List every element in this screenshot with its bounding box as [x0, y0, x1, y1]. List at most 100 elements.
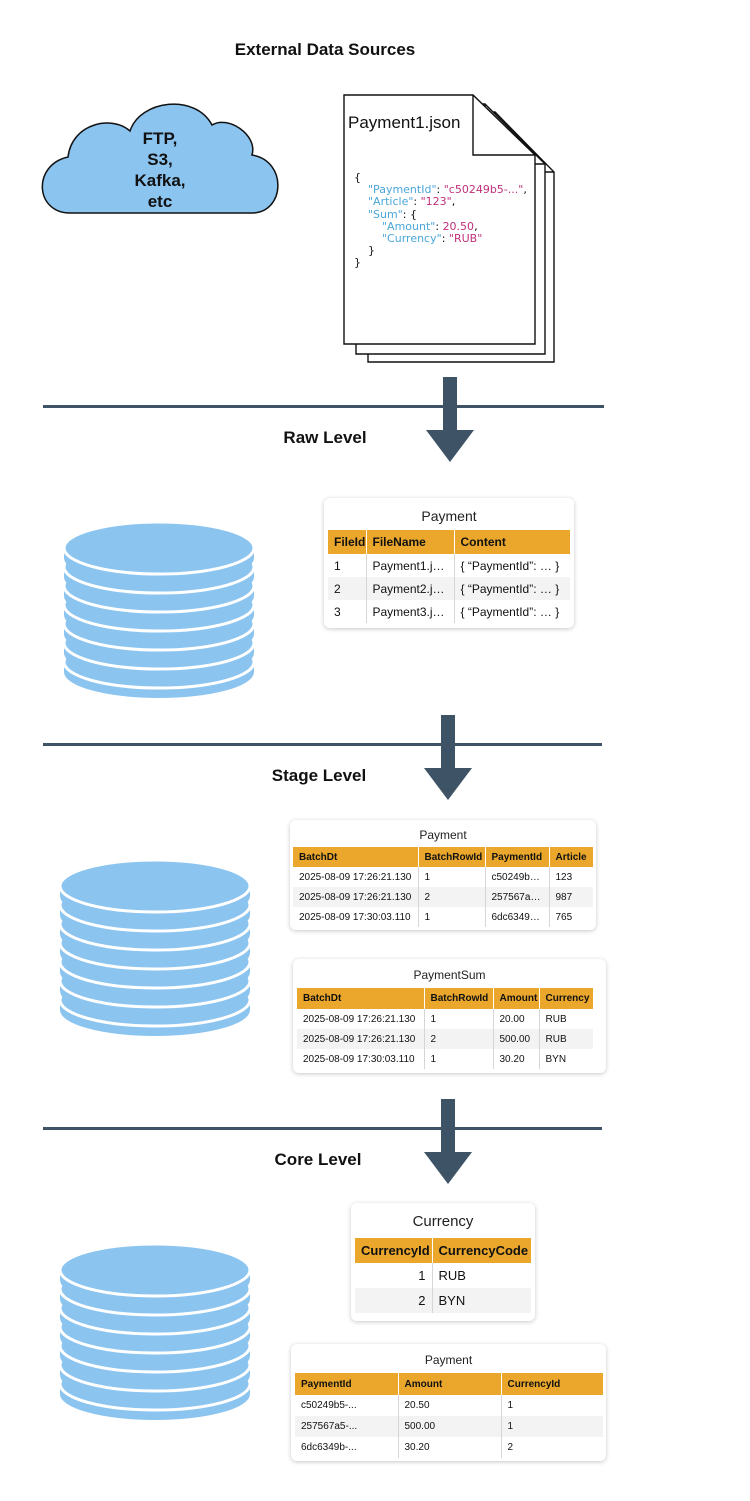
table-cell: 1 — [328, 554, 367, 577]
table-cell: 30.20 — [493, 1049, 540, 1069]
json-line: "Article": "123", — [368, 195, 456, 209]
table: FileId FileName Content 1 Payment1.json … — [328, 530, 570, 623]
table-cell: 1 — [507, 1400, 514, 1411]
table-cell: 2025-08-09 17:26:21.130 — [293, 867, 419, 887]
table-cell: 2 — [355, 1288, 433, 1313]
stage-paymentsum-table: PaymentSum BatchDt BatchRowId Amount Cur… — [293, 959, 606, 1073]
page-title: External Data Sources — [234, 40, 416, 59]
table-row: 257567a5-... 500.00 1 — [295, 1416, 603, 1437]
arrow-head-icon — [426, 430, 474, 462]
arrow-down-icon — [441, 1099, 455, 1154]
json-line: "PaymentId": "c50249b5-...", — [368, 183, 527, 197]
database-disk — [58, 858, 252, 914]
table-cell: 257567a5-... — [295, 1416, 399, 1437]
table: BatchDt BatchRowId Amount Currency 2025-… — [297, 988, 593, 1069]
divider-stage — [43, 743, 602, 746]
json-key: "Sum" — [368, 207, 403, 221]
arrow-down-icon — [443, 377, 457, 432]
table-cell: c50249b5-... — [485, 867, 550, 887]
cloud-icon — [41, 103, 279, 214]
table-row: 2 Payment2.json { “PaymentId”: … } — [328, 577, 570, 600]
table-cell: { “PaymentId”: … } — [460, 558, 560, 573]
column-header: FileName — [366, 530, 455, 554]
json-file-name: Payment1.json — [348, 113, 461, 132]
table-row: 2025-08-09 17:26:21.130 2 500.00 RUB — [297, 1029, 593, 1049]
table-row: 2 BYN — [355, 1288, 531, 1313]
table-cell: 1 — [355, 1263, 433, 1288]
column-header: Content — [454, 530, 570, 554]
table-title: PaymentSum — [413, 968, 486, 982]
table-cell: Payment1.json — [366, 554, 455, 577]
column-header: Amount — [398, 1373, 502, 1395]
column-header: PaymentId — [295, 1373, 399, 1395]
cloud-line: etc — [147, 192, 173, 211]
table-cell: Payment2.json — [366, 577, 455, 600]
table-row: 1 RUB — [355, 1263, 531, 1288]
arrow-head-icon — [424, 768, 472, 800]
json-punct: , — [523, 183, 527, 197]
database-disk — [58, 1242, 252, 1298]
column-header: BatchRowId — [418, 847, 486, 867]
table-cell: Payment3.json — [366, 600, 455, 623]
divider-raw — [43, 405, 604, 408]
column-header: BatchRowId — [424, 988, 494, 1009]
json-key: "PaymentId" — [368, 183, 437, 197]
database-cylinder-stack — [58, 1242, 252, 1420]
json-key: "Article" — [368, 195, 414, 209]
table-row: 2025-08-09 17:26:21.130 1 c50249b5-... 1… — [293, 867, 593, 887]
table-cell: 20.00 — [493, 1009, 540, 1029]
table-cell: 257567a5-... — [485, 887, 550, 907]
json-line: "Amount": 20.50, — [382, 219, 478, 233]
column-header: CurrencyCode — [432, 1238, 531, 1263]
divider-core — [43, 1127, 602, 1130]
cloud-line: FTP, — [142, 129, 178, 148]
table-title: Payment — [421, 508, 477, 524]
table-cell: 2025-08-09 17:30:03.110 — [293, 907, 419, 927]
json-line: { — [354, 171, 361, 184]
table-row: 6dc6349b-... 30.20 2 — [295, 1437, 603, 1458]
table-cell: 2025-08-09 17:26:21.130 — [297, 1029, 425, 1049]
table-row: 2025-08-09 17:30:03.110 1 6dc6349b-... 7… — [293, 907, 593, 927]
raw-payment-table: Payment FileId FileName Content 1 Paymen… — [324, 498, 574, 628]
json-key: "Currency" — [382, 232, 442, 246]
table-row: 2025-08-09 17:26:21.130 1 20.00 RUB — [297, 1009, 593, 1029]
table-cell: 2025-08-09 17:26:21.130 — [293, 887, 419, 907]
table-row: c50249b5-... 20.50 1 — [295, 1395, 603, 1416]
core-payment-table: Payment PaymentId Amount CurrencyId c502… — [291, 1344, 606, 1461]
json-value: "123" — [420, 195, 452, 209]
column-header: Article — [549, 847, 593, 867]
column-header: PaymentId — [485, 847, 550, 867]
table-cell: BYN — [545, 1053, 567, 1065]
core-currency-table: Currency CurrencyId CurrencyCode 1 RUB 2… — [351, 1203, 535, 1321]
database-cylinder-stack — [58, 858, 252, 1036]
table-cell: 6dc6349b-... — [295, 1437, 399, 1458]
json-line: "Sum": { — [354, 207, 534, 221]
json-value: "RUB" — [448, 232, 483, 246]
table-title: Payment — [424, 1353, 473, 1367]
table-cell: 500.00 — [398, 1416, 502, 1437]
table-cell: 1 — [418, 907, 486, 927]
table-cell: 987 — [549, 887, 593, 907]
column-header: Amount — [493, 988, 540, 1009]
level-title-core: Core Level — [274, 1150, 362, 1169]
json-line: "Currency": "RUB" — [382, 232, 483, 246]
table-cell: 123 — [555, 871, 573, 883]
table-row: 3 Payment3.json { “PaymentId”: … } — [328, 600, 570, 623]
table-cell: { “PaymentId”: … } — [460, 604, 560, 619]
json-key: "Amount" — [382, 219, 436, 233]
table: BatchDt BatchRowId PaymentId Article 202… — [293, 847, 593, 927]
column-header: BatchDt — [297, 988, 425, 1009]
arrow-head-icon — [424, 1152, 472, 1184]
table-cell: 20.50 — [398, 1395, 502, 1416]
table-cell: 2 — [328, 577, 367, 600]
table: PaymentId Amount CurrencyId c50249b5-...… — [295, 1373, 603, 1458]
table-title: Currency — [412, 1213, 474, 1230]
cloud-label: FTP, S3, Kafka, etc — [105, 128, 215, 212]
table-cell: c50249b5-... — [295, 1395, 399, 1416]
table-cell: 1 — [501, 1416, 603, 1437]
json-line: } — [368, 244, 375, 258]
table-cell: RUB — [545, 1013, 567, 1025]
table-cell: 3 — [328, 600, 367, 623]
table-cell: 1 — [418, 867, 486, 887]
table-cell: BYN — [432, 1288, 531, 1313]
